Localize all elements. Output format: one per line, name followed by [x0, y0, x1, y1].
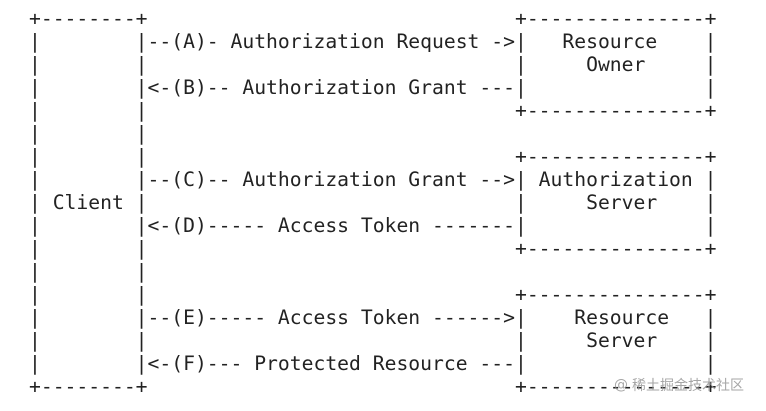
diagram-line: | | +---------------+ [29, 145, 717, 168]
diagram-line: | |--(C)-- Authorization Grant -->| Auth… [29, 168, 717, 191]
diagram-line: | | | Owner | [29, 53, 717, 76]
diagram-line: +--------+ +---------------+ [29, 7, 717, 30]
diagram-line: | |<-(D)----- Access Token -------| | [29, 214, 717, 237]
watermark-text: 稀土掘金技术社区 [632, 378, 744, 394]
diagram-line: | | +---------------+ [29, 99, 717, 122]
diagram-line: | | | Server | [29, 329, 717, 352]
watermark: @ 稀土掘金技术社区 [614, 375, 744, 395]
diagram-line: | |<-(F)--- Protected Resource ---| | [29, 352, 717, 375]
diagram-line: | |--(A)- Authorization Request ->| Reso… [29, 30, 717, 53]
diagram-line: | | +---------------+ [29, 237, 717, 260]
at-icon: @ [614, 377, 628, 393]
diagram-line: | | [29, 260, 148, 283]
diagram-line: | |<-(B)-- Authorization Grant ---| | [29, 76, 717, 99]
diagram-line: | | [29, 122, 148, 145]
diagram-line: +--------+ +---------------+ [29, 375, 717, 398]
diagram-line: | | +---------------+ [29, 283, 717, 306]
diagram-line: | Client | | Server | [29, 191, 717, 214]
diagram-line: | |--(E)----- Access Token ------>| Reso… [29, 306, 717, 329]
oauth-flow-diagram: +--------+ +---------------+| |--(A)- Au… [29, 7, 716, 398]
